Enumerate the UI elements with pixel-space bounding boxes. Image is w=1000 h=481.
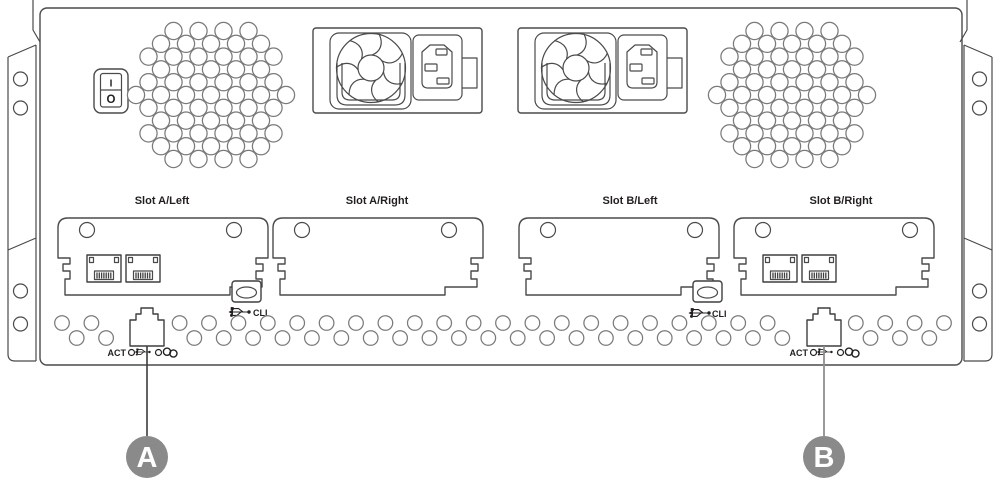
mgmt-led-row-left: ACT [108,347,178,358]
power-on-label: I [110,79,113,90]
cli-port-right [692,280,723,303]
power-switch: I O [93,68,129,114]
cli-label-right: CLI [712,309,727,319]
slot-label-b-right: Slot B/Right [810,195,873,207]
act-led [809,348,818,357]
rack-ear-left [7,0,41,362]
chassis-rear-panel [39,7,963,366]
act-label-right: ACT [790,348,809,358]
mgmt-port-a [129,307,165,347]
cli-label-left: CLI [253,308,268,318]
psu-module-1 [313,28,482,113]
link-led [836,348,845,357]
mgmt-led-row-right: ACT [790,347,860,358]
act-label-left: ACT [108,348,127,358]
ethernet-port [762,254,798,283]
ethernet-port [125,254,161,283]
callout-b: B [803,436,845,478]
vent-cluster-right [707,21,877,169]
slot-label-b-left: Slot B/Left [603,195,658,207]
slot-label-a-left: Slot A/Left [135,195,190,207]
ethernet-port [801,254,837,283]
slot-label-a-right: Slot A/Right [346,195,409,207]
act-led [127,348,136,357]
callout-a-label: A [137,442,158,474]
psu-module-2 [518,28,687,113]
vent-strip [54,315,952,346]
slot-plate-b-left [518,217,720,296]
callout-b-label: B [814,442,835,474]
mgmt-port-b [806,307,842,347]
cli-port-left [231,280,262,303]
vent-cluster-left [126,21,296,169]
link-led [154,348,163,357]
callout-a: A [126,436,168,478]
power-off-label: O [107,94,116,106]
slot-plate-a-right [272,217,484,296]
ethernet-port [86,254,122,283]
rack-ear-right [959,0,993,362]
